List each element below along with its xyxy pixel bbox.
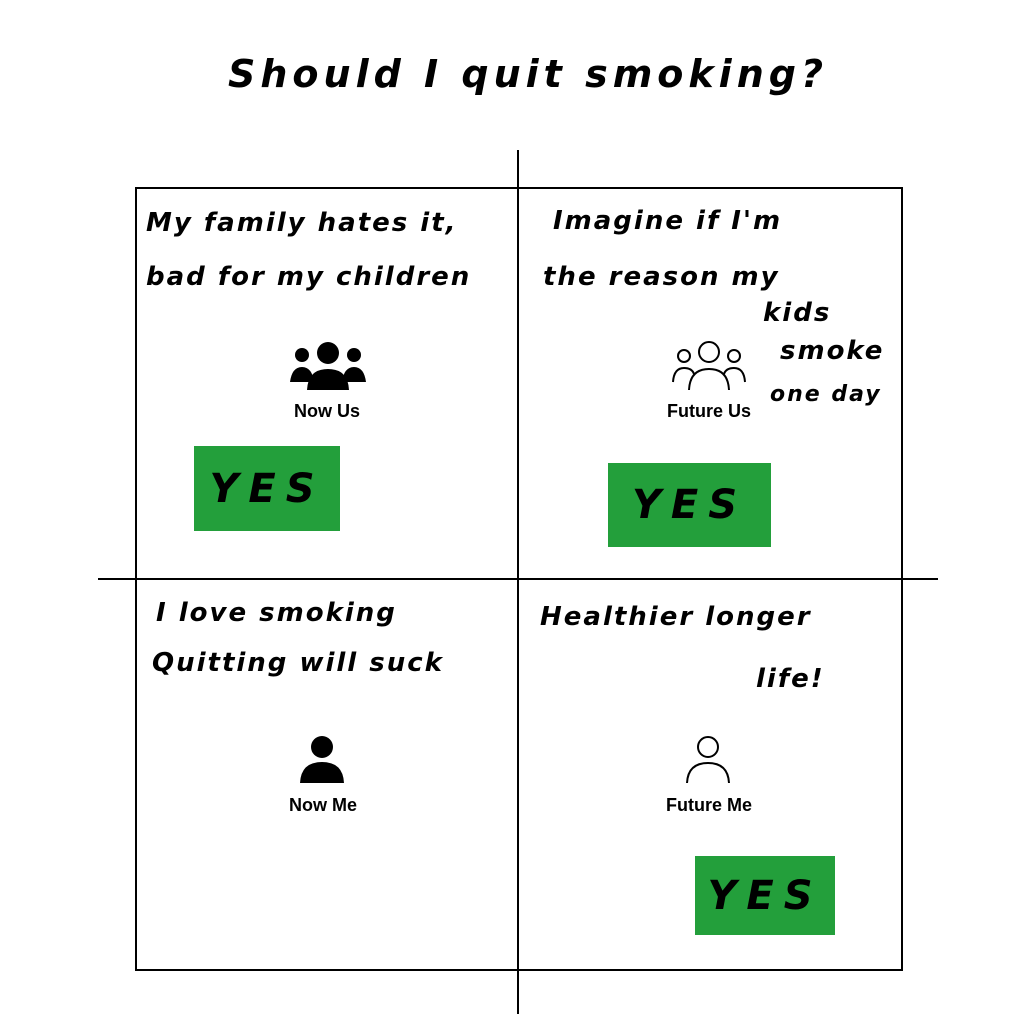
person-solid-icon xyxy=(300,736,344,783)
now-me-label: Now Me xyxy=(288,795,357,815)
group-outline-icon xyxy=(672,341,746,391)
now-me-note-line-2: Quitting will suck xyxy=(152,648,444,678)
future-us-note-line-3: kids xyxy=(763,298,832,328)
future-us-note-line-5: one day xyxy=(770,382,882,407)
future-me-note-line-2: life! xyxy=(756,664,825,694)
future-us-label: Future Us xyxy=(666,401,751,421)
future-me-yes-badge: YES xyxy=(695,856,835,935)
future-me-note-line-1: Healthier longer xyxy=(540,602,812,632)
now-me-note-line-1: I love smoking xyxy=(156,598,397,628)
future-me-label: Future Me xyxy=(665,795,752,815)
future-us-note-line-2: the reason my xyxy=(543,262,780,292)
horizontal-axis xyxy=(98,578,938,580)
now-us-yes-text: YES xyxy=(209,465,325,512)
future-me-yes-text: YES xyxy=(707,872,823,919)
future-us-yes-badge: YES xyxy=(608,463,771,547)
future-us-yes-text: YES xyxy=(631,482,748,528)
now-us-note-line-1: My family hates it, xyxy=(146,208,458,238)
future-us-note-line-1: Imagine if I'm xyxy=(553,206,783,236)
group-solid-icon xyxy=(290,342,366,390)
now-us-note-line-2: bad for my children xyxy=(146,262,472,292)
now-us-yes-badge: YES xyxy=(194,446,340,531)
person-outline-icon xyxy=(686,736,730,784)
future-us-note-line-4: smoke xyxy=(780,336,885,366)
vertical-axis xyxy=(517,150,519,1014)
diagram-title: Should I quit smoking? xyxy=(228,52,828,96)
now-us-label: Now Us xyxy=(293,401,360,421)
